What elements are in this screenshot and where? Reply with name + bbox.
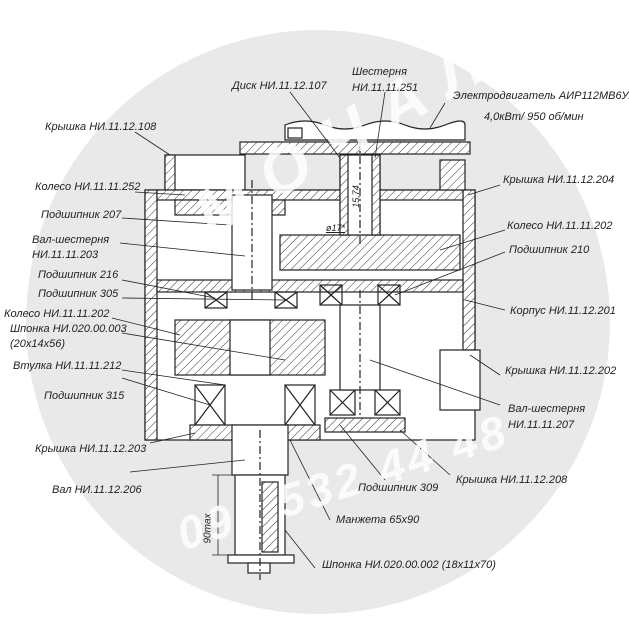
label-cover-204: Крышка НИ.11.12.204 bbox=[503, 174, 615, 186]
label-cover-202: Крышка НИ.11.12.202 bbox=[505, 365, 617, 377]
motor-outline bbox=[284, 120, 466, 141]
label-key-003-size: (20x14x56) bbox=[10, 338, 66, 350]
label-bearing-207: Подшипник 207 bbox=[41, 209, 122, 221]
label-shaft-206: Вал НИ.11.12.206 bbox=[52, 484, 142, 496]
label-wheel-202-right: Колесо НИ.11.11.202 bbox=[507, 220, 613, 232]
shaft-gear-203 bbox=[231, 194, 273, 291]
label-motor: Электродвигатель АИР112МВ6У2 bbox=[453, 90, 629, 102]
label-gear-code: НИ.11.11.251 bbox=[352, 82, 419, 94]
label-cover-203: Крышка НИ.11.12.203 bbox=[35, 443, 147, 455]
label-bearing-309: Подшипник 309 bbox=[358, 482, 439, 494]
label-wheel-202-left: Колесо НИ.11.11.202 bbox=[4, 308, 110, 320]
label-shaft-gear-title: Вал-шестерня bbox=[32, 234, 110, 246]
label-bearing-216: Подшипник 216 bbox=[38, 269, 119, 281]
label-housing-201: Корпус НИ.11.12.201 bbox=[510, 305, 616, 317]
label-shaft-gear-title-2: Вал-шестерня bbox=[508, 403, 586, 415]
motor-flange bbox=[239, 141, 471, 155]
label-bearing-210: Подшипник 210 bbox=[509, 244, 590, 256]
label-shaft-gear-207: НИ.11.11.207 bbox=[508, 419, 575, 431]
label-disk: Диск НИ.11.12.107 bbox=[232, 80, 327, 92]
label-cover-208: Крышка НИ.11.12.208 bbox=[456, 474, 568, 486]
label-wheel-252: Колесо НИ.11.11.252 bbox=[35, 181, 141, 193]
label-key-002: Шпонка НИ.020.00.002 (18x11x70) bbox=[322, 559, 496, 571]
motor-bolt bbox=[287, 127, 303, 139]
dimension-shaft-length: 90max bbox=[202, 513, 214, 544]
housing-side-block bbox=[439, 349, 481, 411]
drawing-lines bbox=[144, 120, 481, 580]
end-bolt bbox=[247, 562, 271, 574]
label-key-003: Шпонка НИ.020.00.003 bbox=[10, 323, 127, 335]
label-shaft-gear-203: НИ.11.11.203 bbox=[32, 249, 99, 261]
label-gear-title: Шестерня bbox=[352, 66, 407, 78]
label-bushing-212: Втулка НИ.11.11.212 bbox=[13, 360, 122, 372]
label-bearing-315: Подшипник 315 bbox=[44, 390, 125, 402]
wheel-202-upper bbox=[279, 234, 461, 271]
label-cover-108: Крышка НИ.11.12.108 bbox=[45, 121, 157, 133]
label-bearing-305: Подшипник 305 bbox=[38, 288, 119, 300]
label-seal: Манжета 65x90 bbox=[336, 514, 420, 526]
end-washer bbox=[227, 554, 295, 564]
dimension-bore: ø17* bbox=[326, 223, 346, 233]
leader-lines bbox=[111, 91, 506, 569]
cover-208 bbox=[324, 417, 406, 433]
dimension-keyway: 15,74 bbox=[350, 185, 361, 208]
key-002 bbox=[261, 481, 279, 553]
label-motor-spec: 4,0кВт/ 950 об/мин bbox=[484, 111, 584, 123]
